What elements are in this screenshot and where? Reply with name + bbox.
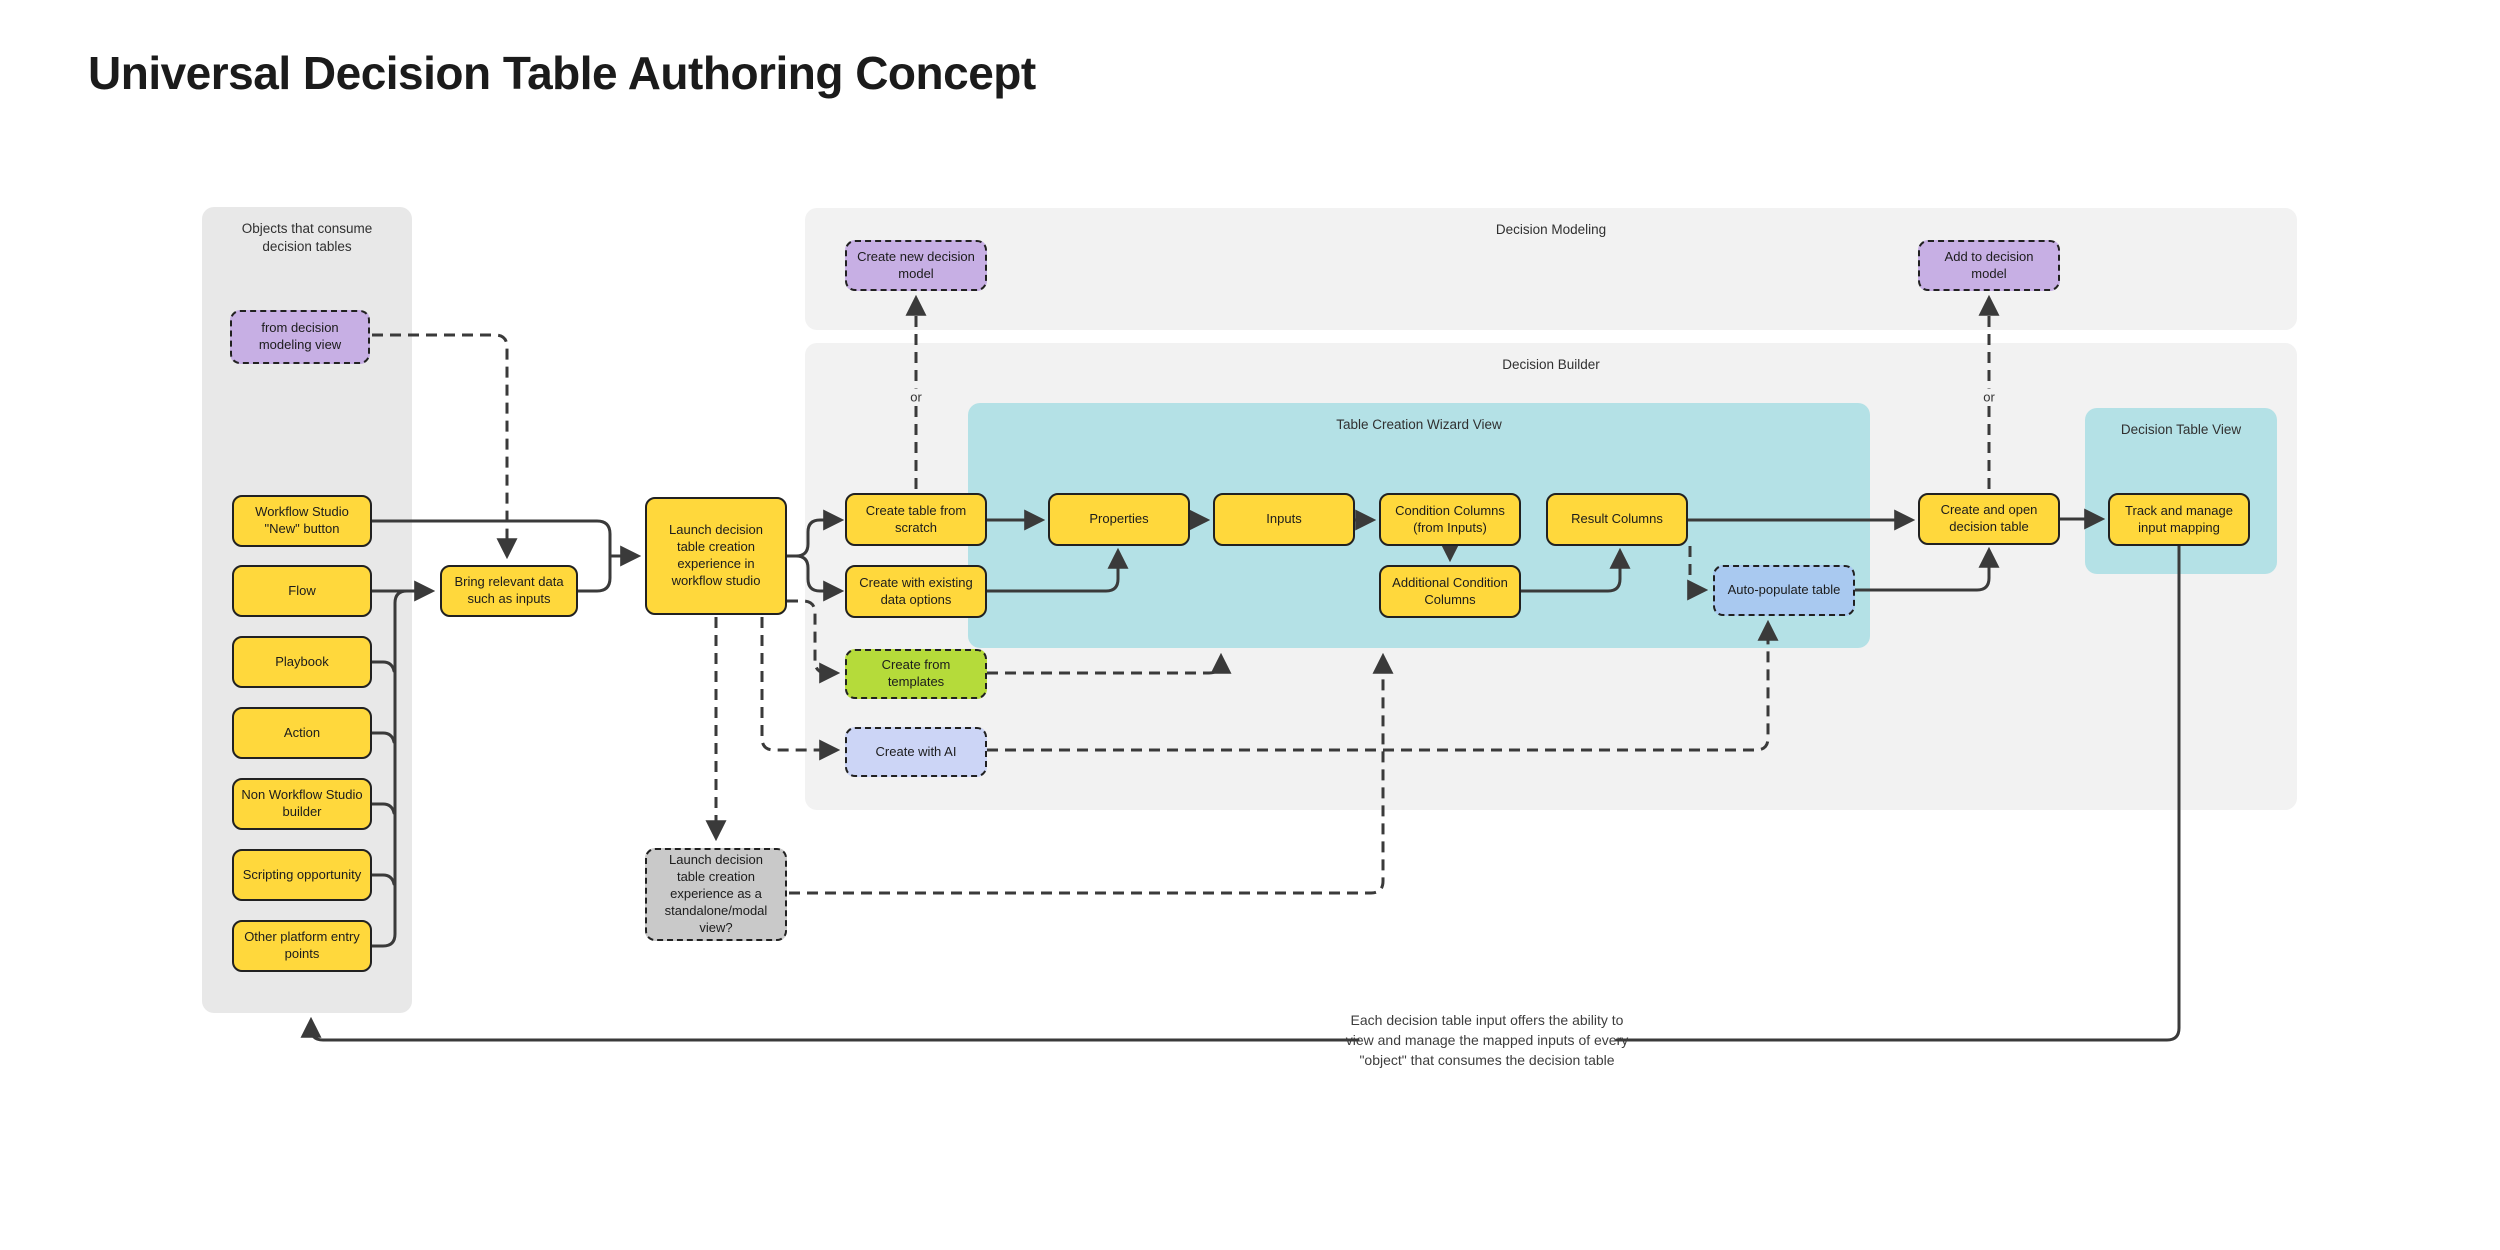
node-playbook: Playbook (232, 636, 372, 688)
node-track-and-manage-input-mapping: Track and manage input mapping (2108, 493, 2250, 546)
panel-decision-table-view-label: Decision Table View (2120, 422, 2242, 437)
annotation-line-3: "object" that consumes the decision tabl… (1359, 1052, 1615, 1068)
node-flow: Flow (232, 565, 372, 617)
node-action: Action (232, 707, 372, 759)
node-scripting-opportunity: Scripting opportunity (232, 849, 372, 901)
node-create-table-from-scratch: Create table from scratch (845, 493, 987, 546)
node-create-with-ai: Create with AI (845, 727, 987, 777)
node-create-with-existing-data: Create with existing data options (845, 565, 987, 618)
node-workflow-studio-new-button: Workflow Studio "New" button (232, 495, 372, 547)
or-label-left: or (906, 388, 926, 406)
node-launch-standalone-modal-view: Launch decision table creation experienc… (645, 848, 787, 941)
input-mapping-annotation: Each decision table input offers the abi… (1280, 1010, 1694, 1070)
panel-decision-modeling-label: Decision Modeling (1495, 222, 1607, 237)
node-auto-populate-table: Auto-populate table (1713, 565, 1855, 616)
node-launch-creation-workflow-studio: Launch decision table creation experienc… (645, 497, 787, 615)
node-create-from-templates: Create from templates (845, 649, 987, 699)
panel-decision-table-view: Decision Table View (2085, 408, 2277, 574)
annotation-line-1: Each decision table input offers the abi… (1350, 1012, 1624, 1028)
node-properties: Properties (1048, 493, 1190, 546)
node-additional-condition-columns: Additional Condition Columns (1379, 565, 1521, 618)
node-result-columns: Result Columns (1546, 493, 1688, 546)
panel-wizard-label: Table Creation Wizard View (1336, 417, 1502, 432)
node-other-platform-entry-points: Other platform entry points (232, 920, 372, 972)
annotation-line-2: view and manage the mapped inputs of eve… (1345, 1032, 1629, 1048)
node-bring-relevant-data: Bring relevant data such as inputs (440, 565, 578, 617)
solid-connectors (300, 508, 2181, 1042)
page-title: Universal Decision Table Authoring Conce… (88, 47, 1036, 99)
node-create-and-open-decision-table: Create and open decision table (1918, 493, 2060, 545)
node-add-to-decision-model: Add to decision model (1918, 240, 2060, 291)
node-inputs: Inputs (1213, 493, 1355, 546)
panel-decision-builder-label: Decision Builder (1502, 357, 1600, 372)
or-label-right: or (1979, 388, 1999, 406)
node-condition-columns: Condition Columns (from Inputs) (1379, 493, 1521, 546)
node-create-new-decision-model: Create new decision model (845, 240, 987, 291)
node-from-decision-modeling-view: from decision modeling view (230, 310, 370, 364)
panel-objects-label: Objects that consume decision tables (241, 221, 373, 254)
node-non-workflow-studio-builder: Non Workflow Studio builder (232, 778, 372, 830)
